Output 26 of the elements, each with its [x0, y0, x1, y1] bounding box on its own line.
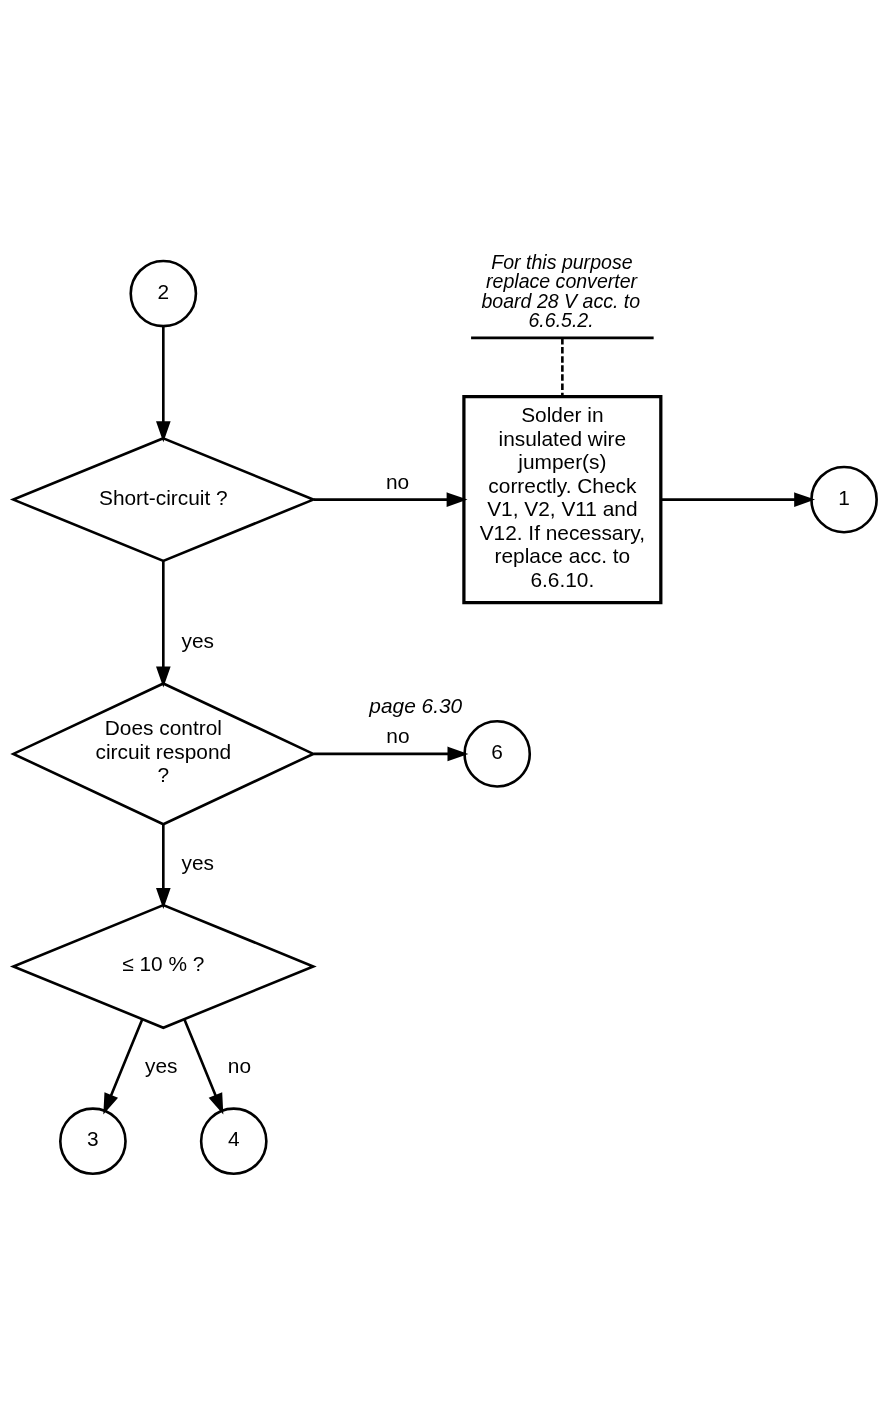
arrow: [660, 492, 816, 507]
node-diamond: ≤ 10 % ?: [9, 903, 317, 1030]
node-diamond: Does control circuit respond ?: [10, 682, 317, 826]
node-circle: 4: [199, 1107, 268, 1176]
arrow: [156, 561, 171, 688]
arrow: [156, 326, 171, 443]
edge-label: no: [227, 1054, 252, 1078]
edge-label: yes: [181, 850, 215, 874]
edge-label: no: [385, 469, 410, 493]
node-circle: 3: [59, 1107, 127, 1176]
node-text: For this purpose replace converter board 28 V acc. to 6.6.5.2.: [481, 250, 641, 332]
node-label: page 6.30: [369, 694, 463, 718]
connector: [561, 338, 564, 397]
node-diamond: Short-circuit ?: [9, 436, 317, 563]
edge-label: yes: [181, 628, 215, 652]
edge-label: no: [386, 724, 410, 748]
arrow: [103, 1018, 144, 1115]
node-circle: 2: [129, 259, 198, 328]
arrow: [183, 1018, 224, 1115]
arrow: [313, 746, 469, 762]
node-circle: 6: [463, 719, 532, 788]
node-box: Solder in insulated wire jumper(s) correctly. Check V1, V2, V11 and V12. If necessary, replace acc. to 6.6.10.: [462, 394, 663, 605]
node-circle: 1: [810, 465, 878, 534]
arrow: [313, 492, 468, 507]
edge-label: yes: [145, 1054, 178, 1078]
arrow: [156, 824, 171, 909]
